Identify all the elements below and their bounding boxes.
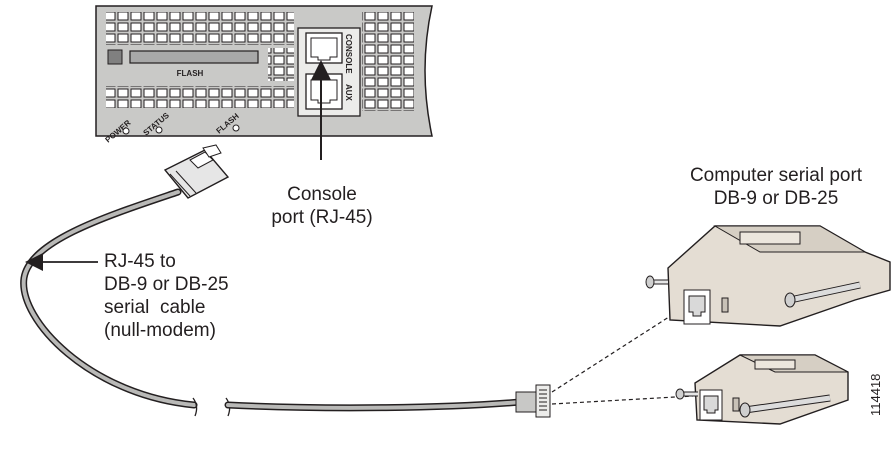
- rj45-plug-top-icon: [163, 144, 230, 199]
- computer-port-callout-line2: DB-9 or DB-25: [713, 188, 839, 209]
- console-port-callout-line2: port (RJ-45): [271, 207, 373, 228]
- computer-port-callout: Computer serial port DB-9 or DB-25: [658, 164, 893, 210]
- figure-number: 114418: [868, 373, 883, 416]
- console-port-label: CONSOLE: [344, 34, 353, 74]
- dashed-link-db25: [551, 305, 687, 393]
- console-port-callout-line1: Console: [287, 184, 357, 205]
- aux-port-label: AUX: [344, 84, 353, 102]
- vent-grid-right: [362, 12, 414, 111]
- computer-port-callout-line1: Computer serial port: [689, 165, 863, 186]
- db25-adapter-icon: [645, 225, 891, 327]
- cable-callout: RJ-45 to DB-9 or DB-25 serial cable (nul…: [104, 250, 324, 342]
- db9-adapter-icon: [675, 354, 849, 425]
- status-led-icon: [155, 126, 163, 134]
- panel-square-button: [107, 49, 123, 65]
- aux-port-icon: [305, 73, 343, 110]
- console-port-icon: [305, 32, 343, 64]
- vent-grid-top: [106, 12, 294, 45]
- cable-callout-line1: RJ-45 to: [104, 251, 176, 272]
- flash-led-icon: [232, 124, 240, 132]
- power-led-icon: [122, 127, 130, 135]
- flash-slot-label: FLASH: [177, 69, 204, 78]
- vent-grid-bottom: [106, 86, 294, 108]
- vent-grid-mid-left: [268, 48, 294, 81]
- rj45-plug-bottom-icon: [515, 384, 551, 418]
- serial-cable: [20, 188, 524, 417]
- cable-callout-line3: serial cable: [104, 297, 206, 318]
- cable-callout-line4: (null-modem): [104, 320, 216, 341]
- dashed-link-db9: [551, 395, 694, 405]
- console-port-callout: Console port (RJ-45): [250, 183, 394, 229]
- cable-callout-line2: DB-9 or DB-25: [104, 274, 229, 295]
- router-front-panel: FLASH POWER STATUS FLASH CONSOLE AUX: [95, 5, 433, 145]
- flash-slot: [129, 50, 259, 64]
